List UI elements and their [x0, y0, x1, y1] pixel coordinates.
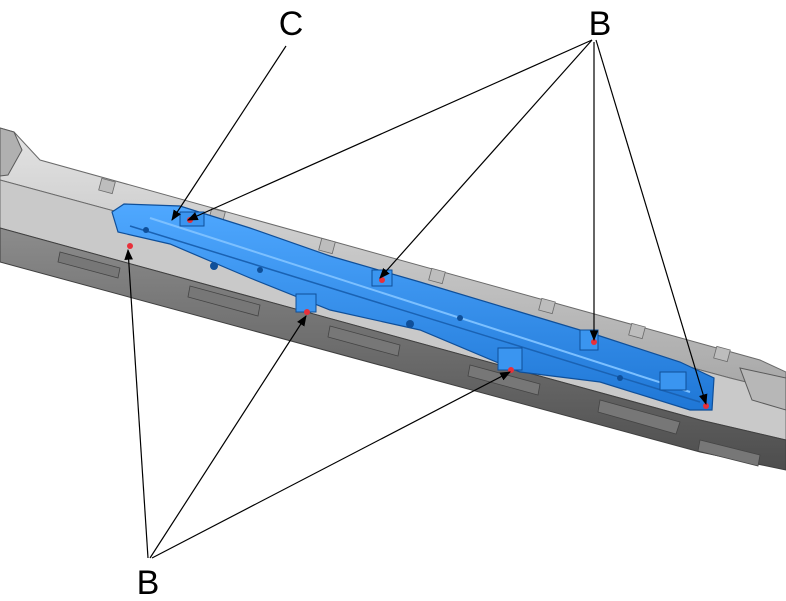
- leader-line-b: [595, 39, 708, 406]
- leader-line-c: [171, 45, 287, 221]
- clip-marker: [304, 309, 310, 315]
- leader-lines: [124, 39, 708, 559]
- callout-c: C: [279, 5, 304, 43]
- callout-b-bottom: B: [137, 564, 160, 601]
- leader-line-b: [124, 248, 149, 559]
- clip-marker: [127, 243, 133, 249]
- leader-line-b: [151, 371, 511, 559]
- garnish-bracket: [111, 203, 715, 411]
- callout-b-top: B: [589, 5, 612, 43]
- leader-line-b: [379, 39, 593, 279]
- leader-line-b: [187, 39, 593, 221]
- clip-marker: [508, 367, 514, 373]
- leader-line-b: [149, 315, 307, 559]
